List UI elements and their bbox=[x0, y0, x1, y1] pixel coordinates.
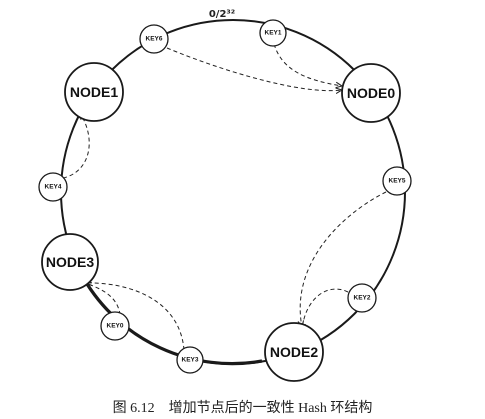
figure-caption-text: 增加节点后的一致性 Hash 环结构 bbox=[168, 401, 373, 416]
key-key1: KEY1 bbox=[259, 19, 287, 47]
arrow-key2-to-node2 bbox=[302, 288, 349, 330]
figure-caption: 图 6.12 增加节点后的一致性 Hash 环结构 bbox=[0, 397, 485, 417]
node-node0-label: NODE0 bbox=[347, 85, 395, 101]
key-key4: KEY4 bbox=[38, 172, 68, 202]
key-key4-label: KEY4 bbox=[45, 184, 62, 191]
node-node3: NODE3 bbox=[41, 233, 99, 291]
key-key5-label: KEY5 bbox=[389, 178, 406, 185]
arrow-key6-to-node0 bbox=[166, 47, 342, 91]
node-node1-label: NODE1 bbox=[70, 84, 118, 100]
key-key1-label: KEY1 bbox=[265, 30, 282, 37]
arrow-key1-to-node0 bbox=[273, 43, 342, 86]
arrow-key5-to-node2 bbox=[300, 191, 387, 327]
node-node0: NODE0 bbox=[341, 63, 401, 123]
ring-segment-node3-node2 bbox=[82, 278, 263, 366]
key-key3-label: KEY3 bbox=[182, 357, 199, 364]
node-node3-label: NODE3 bbox=[46, 254, 94, 270]
ring-origin-label: 0/2³² bbox=[209, 9, 235, 20]
arrow-key3-to-node3 bbox=[86, 283, 185, 351]
key-key6-label: KEY6 bbox=[146, 36, 163, 43]
arrow-key4-to-node1 bbox=[62, 113, 90, 179]
key-key2-label: KEY2 bbox=[354, 295, 371, 302]
key-key0-label: KEY0 bbox=[107, 323, 124, 330]
node-node2: NODE2 bbox=[264, 322, 324, 382]
key-key0: KEY0 bbox=[100, 311, 130, 341]
figure-number: 图 6.12 bbox=[112, 401, 155, 416]
key-key3: KEY3 bbox=[176, 346, 204, 374]
key-key6: KEY6 bbox=[139, 24, 169, 54]
key-key5: KEY5 bbox=[382, 166, 412, 196]
node-node2-label: NODE2 bbox=[270, 344, 318, 360]
key-key2: KEY2 bbox=[347, 283, 377, 313]
node-node1: NODE1 bbox=[64, 62, 124, 122]
